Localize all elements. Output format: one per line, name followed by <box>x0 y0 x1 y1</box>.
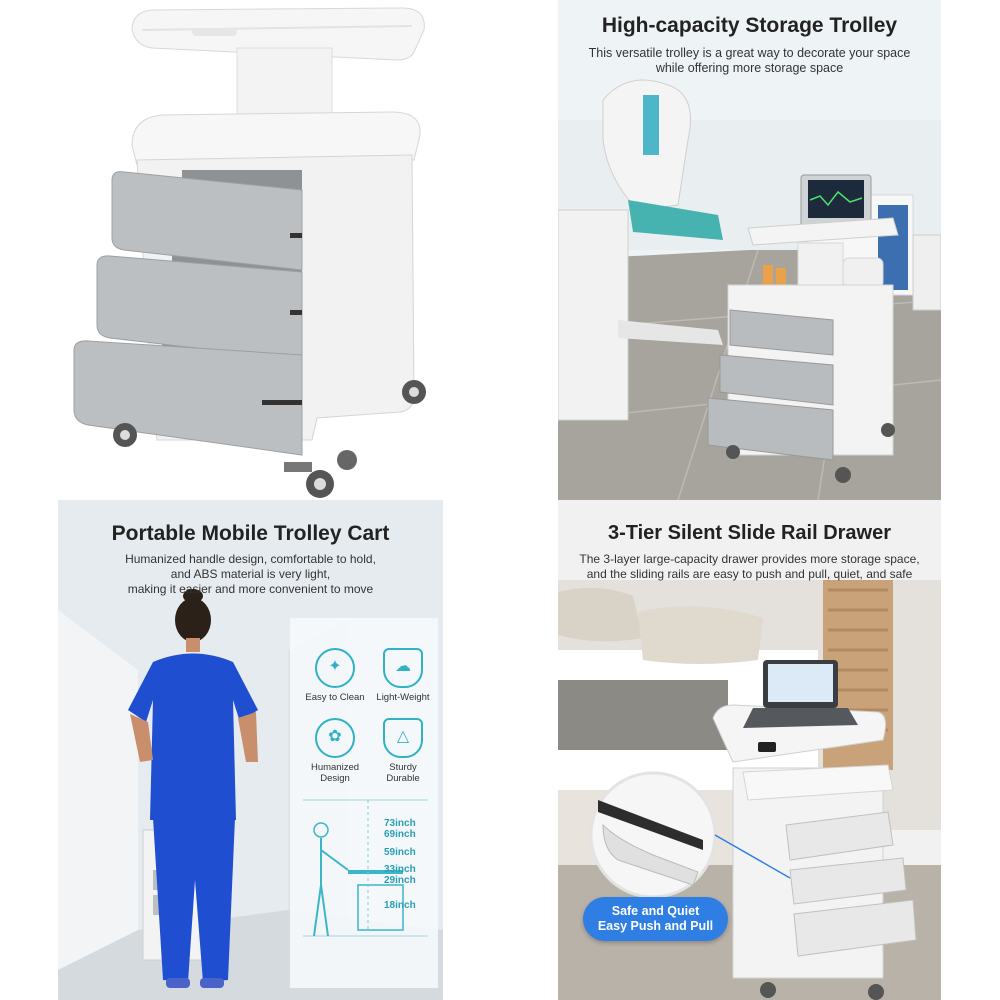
light-weight-icon: ☁ <box>383 648 423 688</box>
panel-title: High-capacity Storage Trolley <box>601 14 898 37</box>
subtitle-line: and the sliding rails are easy to push a… <box>586 567 913 581</box>
panel-title: 3-Tier Silent Slide Rail Drawer <box>607 522 892 544</box>
humanized-design-icon: ✿ <box>315 718 355 758</box>
feature-sturdy-durable: △ Sturdy Durable <box>358 718 443 784</box>
trolley-illustration <box>73 7 426 498</box>
feature-label-line: Design <box>320 773 350 784</box>
hospital-corridor-scene <box>58 500 443 1000</box>
dimension-label: 29inch <box>384 875 416 886</box>
feature-light-weight: ☁ Light-Weight <box>358 648 443 703</box>
sturdy-durable-icon: △ <box>383 718 423 758</box>
slide-rail-drawer-panel: 3-Tier Silent Slide Rail Drawer The 3-la… <box>558 500 941 1000</box>
easy-clean-icon: ✦ <box>315 648 355 688</box>
badge-line: Easy Push and Pull <box>597 919 714 933</box>
panel-subtitle: Humanized handle design, comfortable to … <box>68 552 433 597</box>
dimension-label: 18inch <box>384 900 416 911</box>
feature-label-line: Sturdy <box>389 762 417 773</box>
dimension-label: 73inch <box>384 818 416 829</box>
feature-label: Sturdy Durable <box>358 762 443 784</box>
subtitle-line: This versatile trolley is a great way to… <box>588 46 911 60</box>
panel-title: Portable Mobile Trolley Cart <box>111 522 390 545</box>
feature-label-line: Durable <box>386 773 420 784</box>
feature-label: Humanized Design <box>290 762 380 784</box>
panel-subtitle: This versatile trolley is a great way to… <box>568 46 931 76</box>
product-photo-panel <box>62 0 447 500</box>
subtitle-line: and ABS material is very light, <box>170 567 331 581</box>
feature-label-line: Light-Weight <box>376 692 430 703</box>
feature-badge: Safe and Quiet Easy Push and Pull <box>583 897 728 941</box>
subtitle-line: making it easier and more convenient to … <box>127 582 374 596</box>
panel-subtitle: The 3-layer large-capacity drawer provid… <box>562 552 937 582</box>
dimension-label: 69inch <box>384 829 416 840</box>
dental-room-scene <box>558 79 941 500</box>
feature-humanized-design: ✿ Humanized Design <box>290 718 380 784</box>
feature-label: Easy to Clean <box>290 692 380 703</box>
dimension-label: 33inch <box>384 864 416 875</box>
feature-label: Light-Weight <box>358 692 443 703</box>
feature-easy-to-clean: ✦ Easy to Clean <box>290 648 380 703</box>
subtitle-line: Humanized handle design, comfortable to … <box>125 552 376 566</box>
dimension-label: 59inch <box>384 847 416 858</box>
storage-trolley-panel: High-capacity Storage Trolley This versa… <box>558 0 941 500</box>
bedroom-scene <box>558 580 941 1000</box>
portable-trolley-panel: Portable Mobile Trolley Cart Humanized h… <box>58 500 443 1000</box>
feature-label-line: Humanized <box>310 762 360 773</box>
subtitle-line: The 3-layer large-capacity drawer provid… <box>579 552 920 566</box>
badge-line: Safe and Quiet <box>611 904 700 918</box>
subtitle-line: while offering more storage space <box>655 61 844 75</box>
feature-label-line: Easy to Clean <box>305 692 365 703</box>
